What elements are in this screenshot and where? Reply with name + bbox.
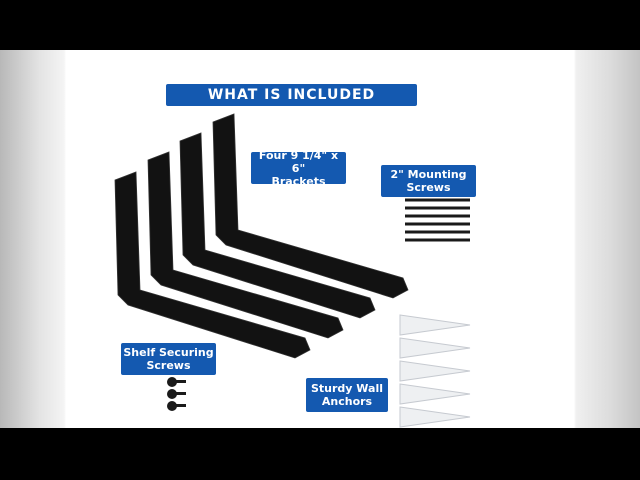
label-mounting-line1: 2" Mounting [390,168,467,181]
letterbox-bottom [0,428,640,480]
bracket-1 [114,171,311,359]
label-brackets-line2: Brackets [271,174,326,188]
bracket-2 [147,151,344,339]
bracket-3 [179,132,376,319]
label-anchors-line2: Anchors [321,395,373,408]
label-wall-anchors: Sturdy Wall Anchors [306,378,388,412]
mounting-screws [405,198,470,242]
wall-anchors [399,314,471,428]
label-anchors-line1: Sturdy Wall [310,382,383,395]
label-mounting-line2: Screws [406,181,451,194]
label-shelf-screws: Shelf Securing Screws [121,343,216,375]
label-shelf-line2: Screws [146,359,191,372]
label-shelf-line1: Shelf Securing [123,346,214,359]
label-brackets-line1: Four 9 1/4" x 6" [258,148,339,175]
label-mounting-screws: 2" Mounting Screws [381,165,476,197]
page-title: WHAT IS INCLUDED [166,84,417,106]
product-image [0,50,640,428]
label-brackets: Four 9 1/4" x 6" Brackets [251,148,346,188]
bracket-4 [212,113,409,299]
letterbox-top [0,0,640,50]
